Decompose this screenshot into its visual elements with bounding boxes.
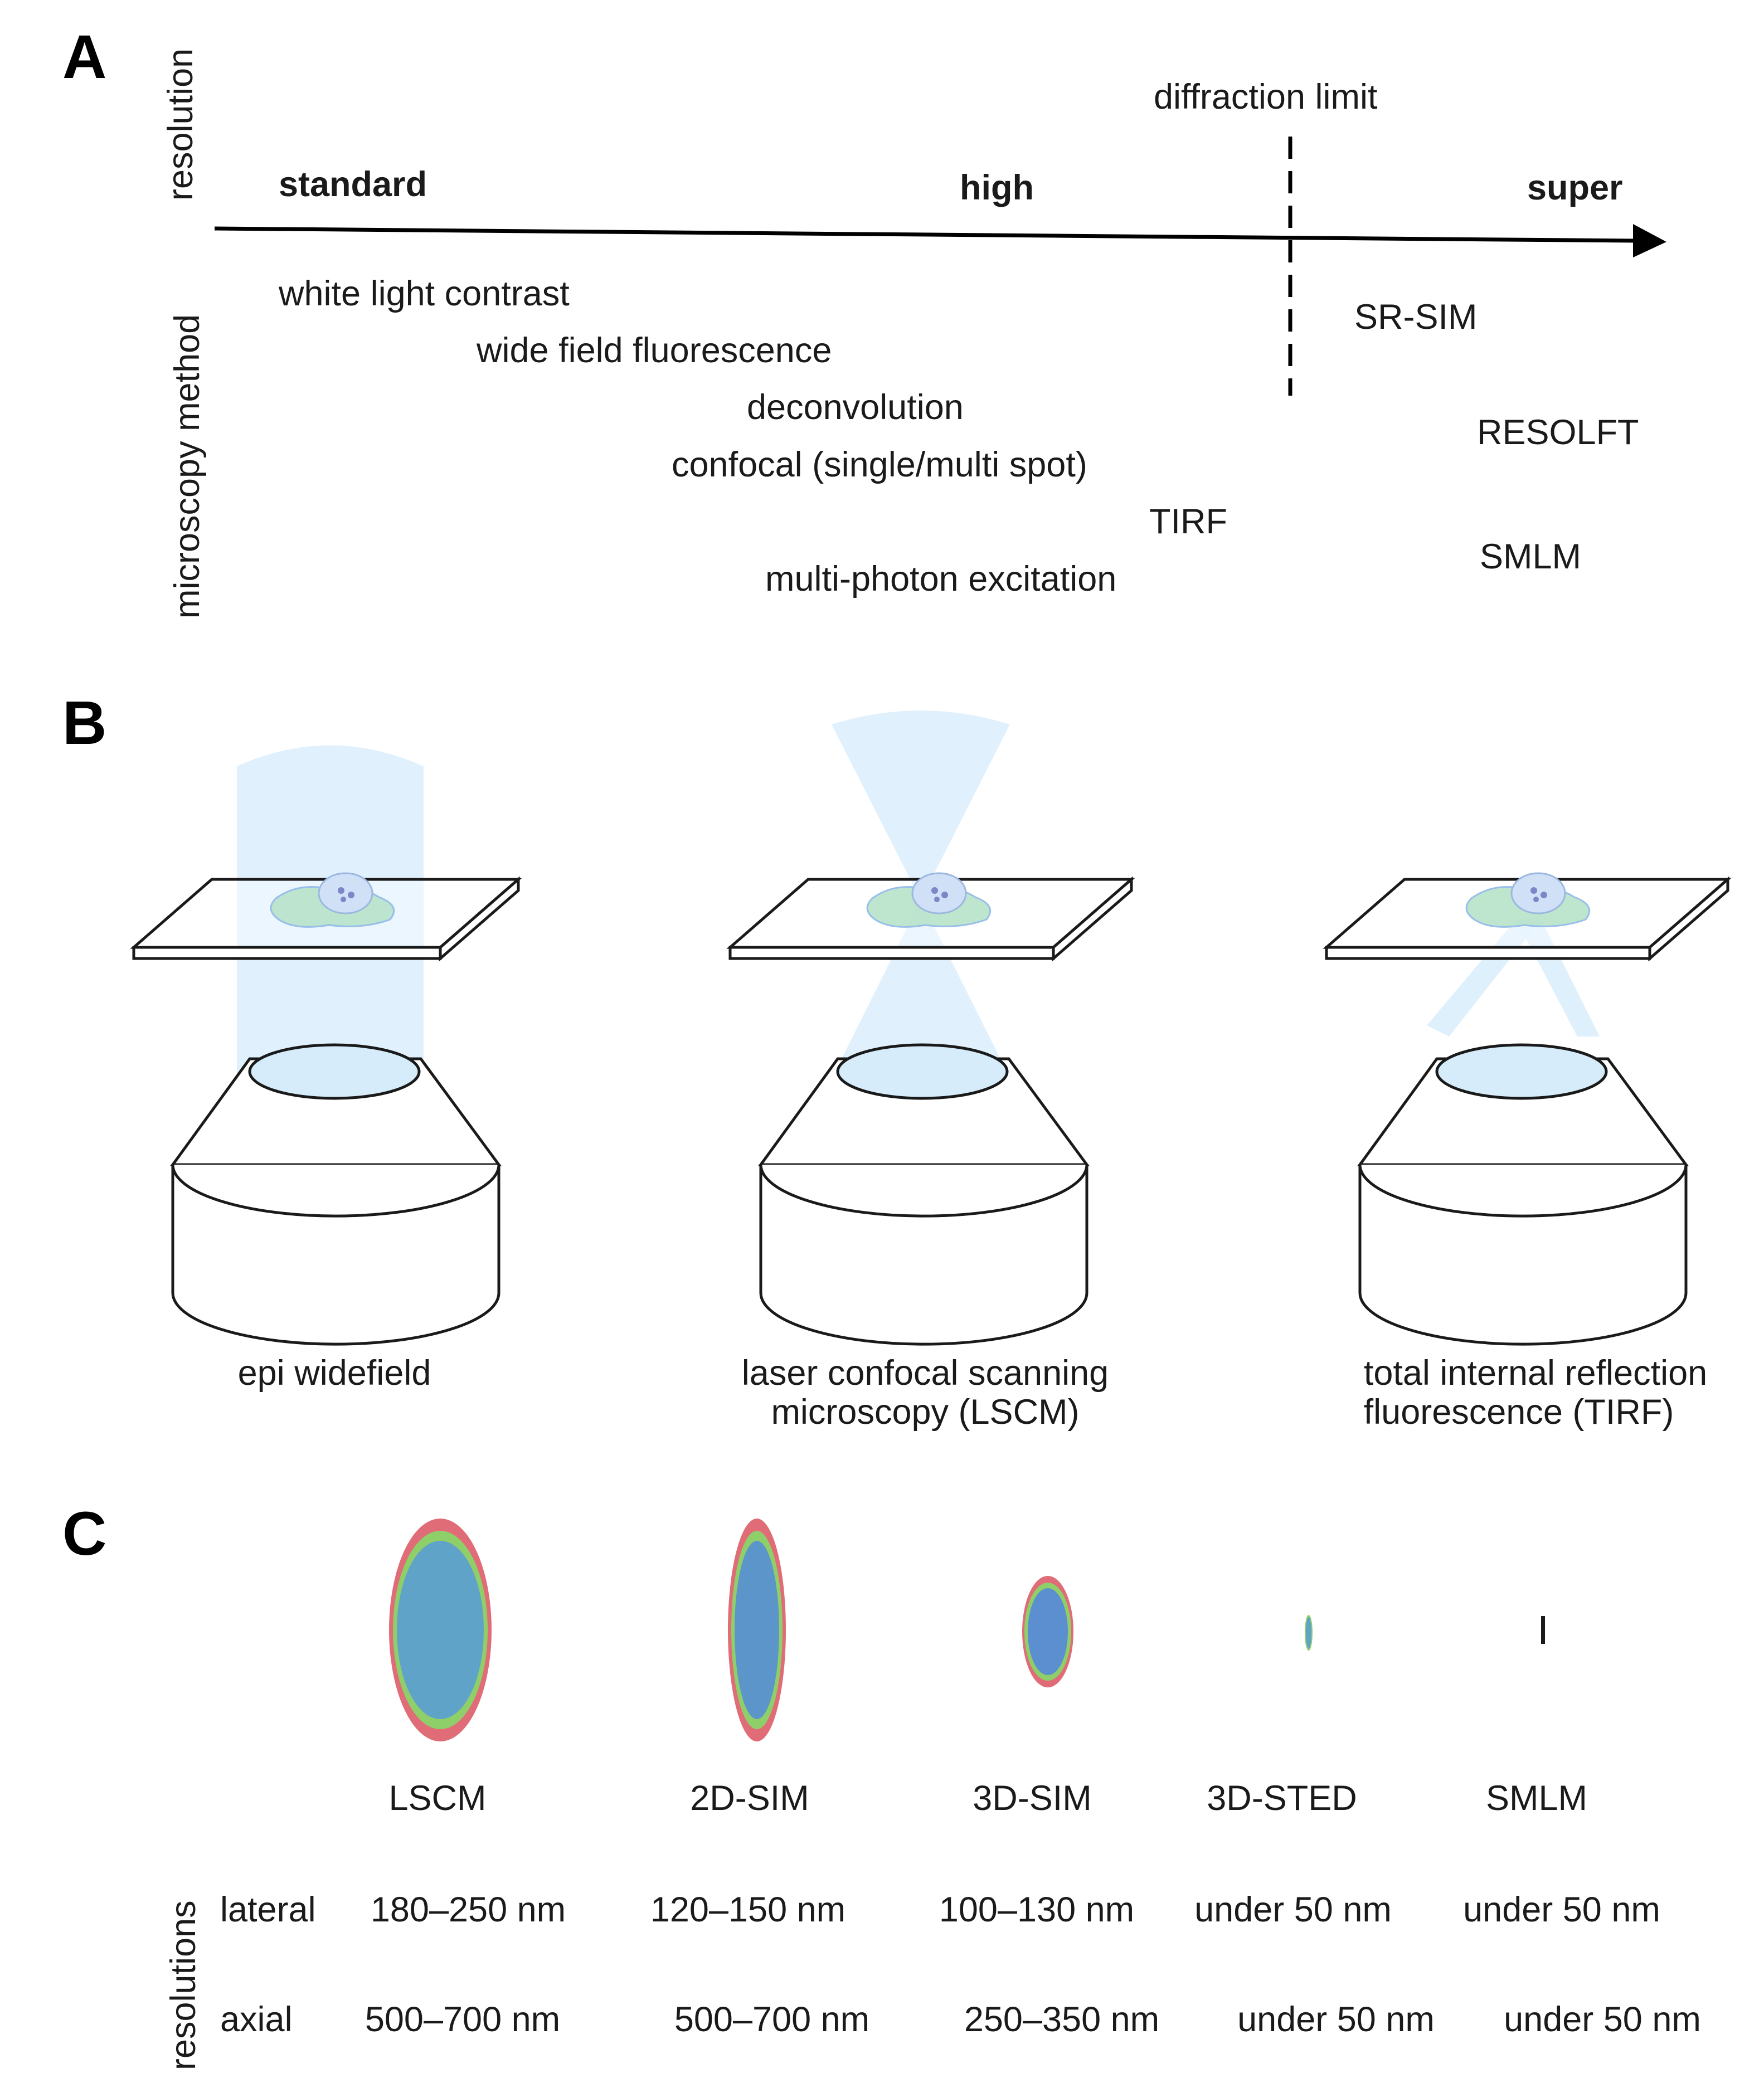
method-name-3d-sted: 3D-STED: [1207, 1779, 1357, 1818]
scale-standard: standard: [279, 165, 427, 204]
caption-tirf-line1: total internal reflection: [1364, 1354, 1707, 1393]
psf-lscm: [389, 1519, 492, 1741]
lateral-3d-sted: under 50 nm: [1194, 1890, 1392, 1929]
method-smlm: SMLM: [1480, 537, 1581, 576]
row-label-axial: axial: [220, 2000, 293, 2039]
lateral-smlm: under 50 nm: [1463, 1890, 1660, 1929]
axial-lscm: 500–700 nm: [365, 2000, 560, 2039]
panel-c-letter: C: [62, 1500, 106, 1568]
slide-side: [439, 876, 520, 962]
caption-lscm-line2: microscopy (LSCM): [771, 1393, 1079, 1432]
cell-icon: [866, 872, 992, 928]
setup-lscm: [726, 711, 1135, 1346]
axial-3d-sim: 250–350 nm: [964, 2000, 1159, 2039]
objective-body: [171, 1165, 500, 1346]
axial-smlm: under 50 nm: [1504, 2000, 1701, 2039]
slide-front: [132, 946, 442, 960]
psf-smlm: [1541, 1616, 1545, 1644]
setup-epi-widefield: [130, 745, 522, 1346]
slide-front: [728, 946, 1055, 960]
setup-tirf: [1323, 872, 1732, 1346]
lscm-lower-cone: [842, 900, 1000, 1059]
panel-b: B: [62, 689, 1732, 1432]
panel-a-letter: A: [62, 23, 106, 91]
lscm-upper-cone: [832, 711, 1010, 900]
scale-high: high: [960, 168, 1034, 207]
slide-side: [1648, 876, 1729, 962]
scale-super: super: [1527, 168, 1623, 207]
panel-c: C LSCM 2D-SIM 3D-SIM 3D-STED SMLM: [62, 1500, 1701, 2070]
objective-lens: [836, 1043, 1009, 1100]
method-confocal: confocal (single/multi spot): [672, 445, 1087, 484]
resolution-axis: [214, 226, 1636, 243]
cell-icon: [270, 872, 395, 928]
method-name-smlm: SMLM: [1486, 1779, 1587, 1818]
panel-b-letter: B: [62, 689, 106, 757]
caption-lscm-line1: laser confocal scanning: [742, 1354, 1109, 1393]
caption-epi-widefield: epi widefield: [238, 1354, 431, 1393]
slide-side: [1052, 876, 1133, 962]
objective-body: [759, 1165, 1088, 1346]
row-label-lateral: lateral: [220, 1890, 316, 1929]
axis-arrowhead: [1633, 224, 1666, 257]
method-resolft: RESOLFT: [1477, 413, 1639, 452]
method-name-lscm: LSCM: [388, 1779, 486, 1818]
axial-3d-sted: under 50 nm: [1237, 2000, 1435, 2039]
lateral-lscm: 180–250 nm: [371, 1890, 566, 1929]
objective-lens: [248, 1043, 421, 1100]
method-white-light: white light contrast: [278, 274, 570, 313]
method-tirf: TIRF: [1149, 502, 1227, 541]
cell-icon: [1465, 872, 1591, 928]
method-name-2d-sim: 2D-SIM: [690, 1779, 809, 1818]
slide-front: [1325, 946, 1651, 960]
resolutions-side-label: resolutions: [164, 1900, 203, 2070]
method-multiphoton: multi-photon excitation: [765, 559, 1116, 598]
lateral-2d-sim: 120–150 nm: [650, 1890, 845, 1929]
psf-3d-sted: [1305, 1615, 1313, 1651]
method-wide-field: wide field fluorescence: [476, 331, 832, 370]
objective-body: [1358, 1165, 1688, 1346]
method-deconvolution: deconvolution: [747, 388, 964, 427]
diffraction-limit-label: diffraction limit: [1154, 77, 1378, 116]
method-side-label: microscopy method: [168, 314, 207, 619]
lateral-3d-sim: 100–130 nm: [939, 1890, 1134, 1929]
axial-2d-sim: 500–700 nm: [674, 2000, 869, 2039]
caption-tirf-line2: fluorescence (TIRF): [1364, 1393, 1674, 1432]
objective-lens: [1435, 1043, 1608, 1100]
psf-2d-sim: [728, 1519, 786, 1741]
resolution-side-label: resolution: [161, 48, 200, 201]
psf-3d-sim: [1022, 1576, 1073, 1687]
method-sr-sim: SR-SIM: [1354, 298, 1478, 337]
method-name-3d-sim: 3D-SIM: [973, 1779, 1092, 1818]
panel-a: A resolution microscopy method diffracti…: [62, 23, 1666, 619]
